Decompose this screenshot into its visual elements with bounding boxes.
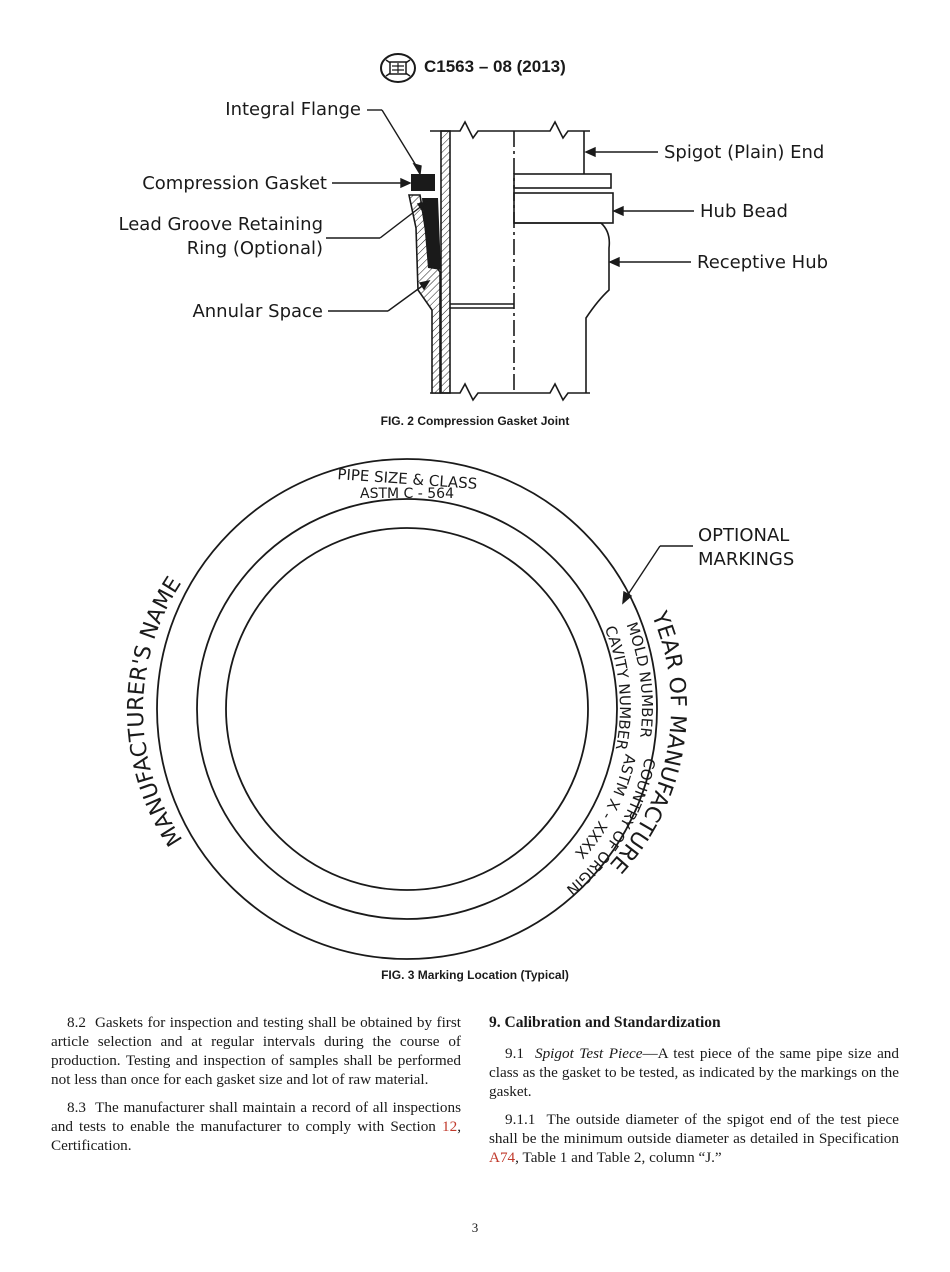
paragraph-8-3: 8.3 The manufacturer shall maintain a re… bbox=[51, 1098, 461, 1155]
label-lead-groove-line2: Ring (Optional) bbox=[187, 238, 323, 259]
section-12-link[interactable]: 12 bbox=[442, 1118, 458, 1135]
pipe-joint-drawing bbox=[408, 120, 614, 402]
paragraph-8-2: 8.2 Gaskets for inspection and testing s… bbox=[51, 1013, 461, 1089]
section-number: 8.2 bbox=[67, 1014, 86, 1031]
optional-markings-leader bbox=[622, 545, 693, 605]
paragraph-text: The manufacturer shall maintain a record… bbox=[51, 1099, 461, 1135]
label-hub-bead: Hub Bead bbox=[700, 201, 788, 222]
fig2-leader-lines bbox=[326, 109, 694, 312]
label-spigot-end: Spigot (Plain) End bbox=[664, 142, 824, 163]
label-markings: MARKINGS bbox=[698, 549, 794, 570]
label-lead-groove-line1: Lead Groove Retaining bbox=[119, 214, 324, 235]
astm-logo-icon bbox=[380, 53, 416, 83]
label-optional: OPTIONAL bbox=[698, 525, 789, 546]
defined-term: Spigot Test Piece bbox=[534, 1045, 643, 1062]
section-number: 8.3 bbox=[67, 1099, 86, 1116]
section-number: 9.1 bbox=[505, 1045, 524, 1062]
label-compression-gasket: Compression Gasket bbox=[142, 173, 327, 194]
paragraph-text: , Certification. bbox=[51, 1118, 461, 1154]
page-number: 3 bbox=[471, 1220, 479, 1235]
paragraph-9-1: 9.1 Spigot Test Piece—A test piece of th… bbox=[489, 1044, 899, 1101]
figure-compression-gasket-joint: Integral Flange Compression Gasket Lead … bbox=[119, 99, 828, 402]
paragraph-text: —A test piece of the same pipe size and … bbox=[489, 1045, 899, 1100]
paragraph-text: , Table 1 and Table 2, column “J.” bbox=[515, 1149, 722, 1166]
gasket-outer-circle bbox=[156, 458, 658, 960]
paragraph-9-1-1: 9.1.1 The outside diameter of the spigot… bbox=[489, 1110, 899, 1167]
marking-astm-c564: ASTM C - 564 bbox=[360, 486, 454, 502]
label-annular-space: Annular Space bbox=[192, 301, 323, 322]
spec-a74-link[interactable]: A74 bbox=[489, 1149, 516, 1166]
right-column: 9. Calibration and Standardization 9.1 S… bbox=[489, 1013, 899, 1176]
gasket-inner-circle bbox=[225, 527, 589, 891]
paragraph-text: The outside diameter of the spigot end o… bbox=[489, 1111, 899, 1147]
fig3-caption: FIG. 3 Marking Location (Typical) bbox=[381, 968, 569, 982]
paragraph-text: Gaskets for inspection and testing shall… bbox=[51, 1014, 461, 1088]
standard-designation: C1563 – 08 (2013) bbox=[424, 57, 566, 76]
fig2-caption: FIG. 2 Compression Gasket Joint bbox=[380, 414, 570, 428]
left-column: 8.2 Gaskets for inspection and testing s… bbox=[51, 1013, 461, 1164]
label-receptive-hub: Receptive Hub bbox=[697, 252, 828, 273]
label-integral-flange: Integral Flange bbox=[225, 99, 361, 120]
section-number: 9.1.1 bbox=[505, 1111, 536, 1128]
figure-marking-location: ASTM C - 564 PIPE SIZE & CLASS MANUFACTU… bbox=[124, 458, 794, 960]
section-heading-9: 9. Calibration and Standardization bbox=[489, 1014, 721, 1031]
page-header: C1563 – 08 (2013) bbox=[0, 52, 950, 86]
gasket-middle-circle bbox=[196, 498, 618, 920]
